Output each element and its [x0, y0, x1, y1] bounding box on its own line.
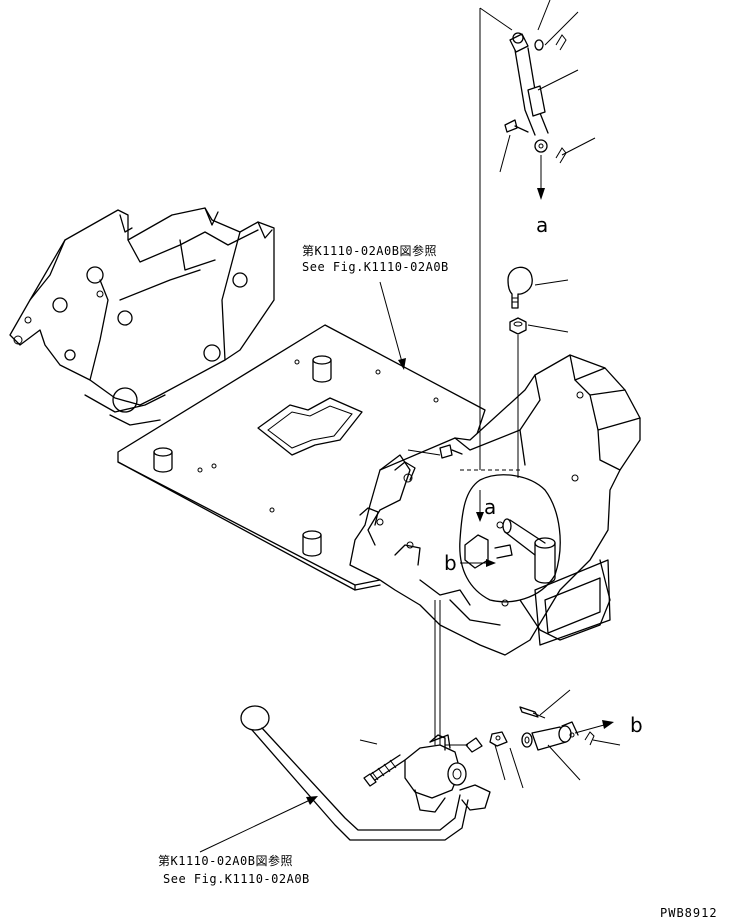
lever-knob-small — [507, 266, 533, 309]
lever-bolt — [363, 754, 406, 787]
right-console-frame — [349, 354, 641, 656]
detail-zone — [407, 449, 522, 567]
lower-reference-jp: 第K1110-02A0B図参照 — [158, 853, 293, 868]
clip-nut — [489, 731, 508, 747]
control-lever — [240, 600, 469, 841]
hex-nut — [509, 317, 527, 335]
drawing-code: PWB8912 — [660, 906, 718, 920]
link-rod-end — [445, 706, 595, 753]
boss-2 — [153, 447, 173, 473]
lever-bracket — [404, 734, 491, 813]
connection-label-b-mid: b — [444, 551, 457, 575]
connection-label-b-right: b — [630, 713, 643, 737]
connection-label-a-top: a — [536, 213, 548, 237]
pivot-post — [502, 518, 556, 584]
upper-ref-arrow — [398, 358, 406, 370]
lower-reference-en: See Fig.K1110-02A0B — [163, 872, 310, 886]
lower-leaders — [199, 689, 621, 853]
upper-reference-jp: 第K1110-02A0B図参照 — [302, 243, 437, 258]
boss-1 — [312, 355, 332, 383]
boss-3 — [302, 530, 322, 557]
upper-reference-en: See Fig.K1110-02A0B — [302, 260, 449, 274]
upper-ref-leader — [379, 281, 403, 363]
connection-label-a-mid: a — [484, 495, 496, 519]
gas-spring — [504, 32, 567, 164]
left-bracket-frame — [9, 207, 275, 426]
upper-leaders — [479, 0, 596, 478]
